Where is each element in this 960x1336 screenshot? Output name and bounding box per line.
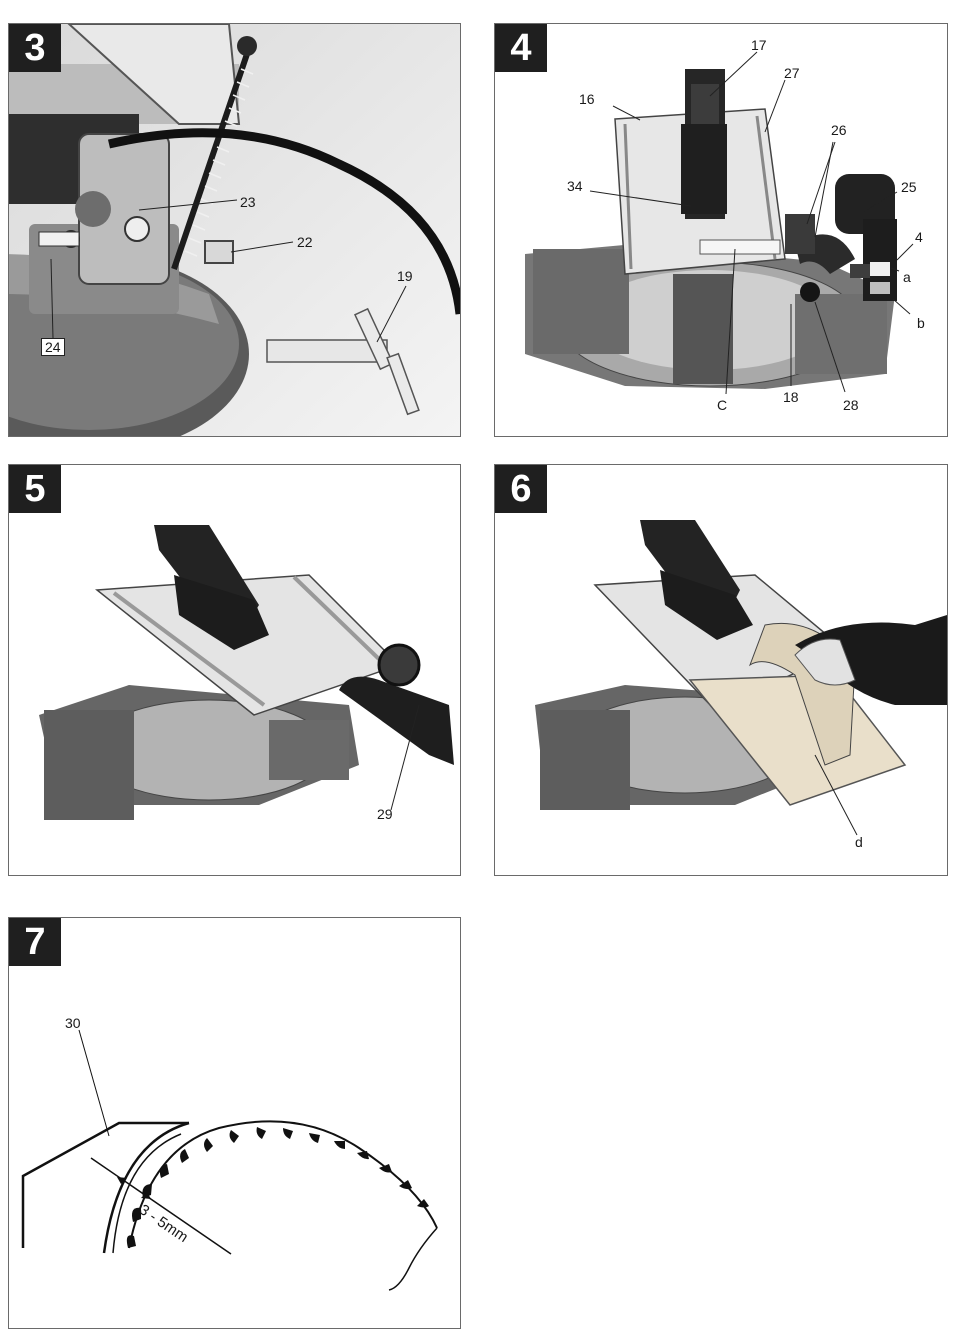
callout-23: 23 — [240, 194, 256, 210]
figure-number-badge: 7 — [9, 918, 61, 966]
callout-a: a — [903, 269, 911, 285]
callout-27: 27 — [784, 65, 800, 81]
callout-26: 26 — [831, 122, 847, 138]
callout-17: 17 — [751, 37, 767, 53]
callout-30: 30 — [65, 1015, 81, 1031]
callout-19: 19 — [397, 268, 413, 284]
callout-16: 16 — [579, 91, 595, 107]
figure-3-panel: 3 23 22 19 24 — [8, 23, 461, 437]
figure-6-panel: 6 d — [494, 464, 948, 876]
callout-22: 22 — [297, 234, 313, 250]
callout-d: d — [855, 834, 863, 850]
callout-b: b — [917, 315, 925, 331]
figure-5-panel: 5 29 — [8, 464, 461, 876]
callout-25: 25 — [901, 179, 917, 195]
figure-4-illustration — [495, 24, 947, 436]
callout-c: C — [717, 397, 728, 413]
figure-number-badge: 6 — [495, 465, 547, 513]
figure-number-badge: 5 — [9, 465, 61, 513]
figure-5-illustration — [9, 465, 460, 875]
callout-34: 34 — [567, 178, 583, 194]
figure-4-panel: 4 17 27 16 26 34 25 4 a b C 18 28 — [494, 23, 948, 437]
callout-24: 24 — [41, 338, 65, 356]
figure-3-illustration — [9, 24, 460, 436]
callout-4: 4 — [915, 229, 923, 245]
figure-number-badge: 3 — [9, 24, 61, 72]
figure-6-illustration — [495, 465, 947, 875]
figure-number-badge: 4 — [495, 24, 547, 72]
callout-29: 29 — [377, 806, 393, 822]
figure-7-blade-diagram — [9, 918, 460, 1328]
callout-18: 18 — [783, 389, 799, 405]
figure-7-panel: 7 30 3 - 5mm — [8, 917, 461, 1329]
callout-28: 28 — [843, 397, 859, 413]
